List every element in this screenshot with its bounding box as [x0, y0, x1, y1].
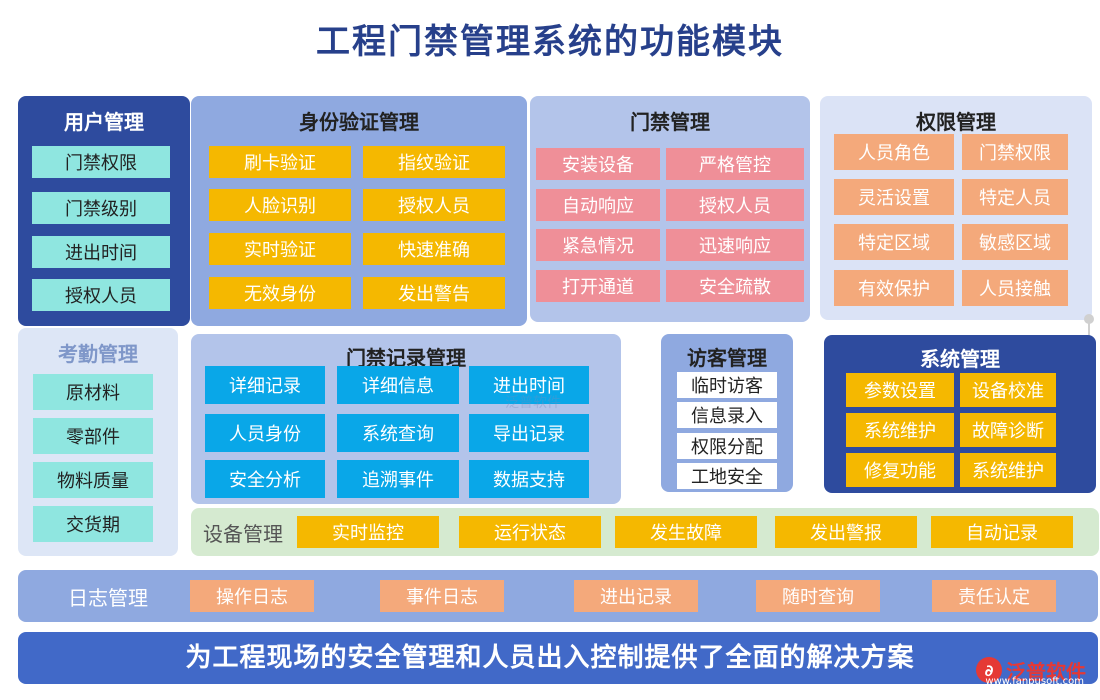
footer-band — [18, 632, 1098, 684]
permission-item: 特定人员 — [962, 179, 1068, 215]
connector-dot — [1084, 314, 1094, 324]
permission-panel: 权限管理 人员角色 门禁权限 灵活设置 特定人员 特定区域 敏感区域 有效保护 … — [820, 96, 1092, 320]
attendance-item: 物料质量 — [33, 462, 153, 498]
user-item: 进出时间 — [32, 236, 170, 268]
device-item: 发生故障 — [615, 516, 757, 548]
access-item: 授权人员 — [666, 189, 804, 221]
logo-url: www.fanpusoft.com — [985, 676, 1084, 687]
permission-item: 敏感区域 — [962, 224, 1068, 260]
logo-text: 泛普软件 — [1006, 659, 1086, 684]
permission-item: 人员接触 — [962, 270, 1068, 306]
device-item: 运行状态 — [459, 516, 601, 548]
records-item: 详细记录 — [205, 366, 325, 404]
records-item: 追溯事件 — [337, 460, 459, 498]
attendance-panel: 考勤管理 原材料 零部件 物料质量 交货期 — [18, 328, 178, 556]
records-item: 详细信息 — [337, 366, 459, 404]
user-panel-title: 用户管理 — [64, 110, 144, 134]
permission-item: 人员角色 — [834, 134, 954, 170]
system-item: 修复功能 — [846, 453, 954, 487]
attendance-item: 零部件 — [33, 418, 153, 454]
attendance-panel-title: 考勤管理 — [58, 342, 138, 366]
records-item: 导出记录 — [469, 414, 589, 452]
permission-item: 门禁权限 — [962, 134, 1068, 170]
access-item: 紧急情况 — [536, 229, 660, 261]
log-item: 事件日志 — [380, 580, 504, 612]
visitor-item: 工地安全 — [677, 463, 777, 489]
permission-panel-title: 权限管理 — [916, 110, 996, 134]
system-item: 故障诊断 — [960, 413, 1056, 447]
records-item: 人员身份 — [205, 414, 325, 452]
footer-text: 为工程现场的安全管理和人员出入控制提供了全面的解决方案 — [185, 643, 915, 673]
system-panel: 系统管理 参数设置 设备校准 系统维护 故障诊断 修复功能 系统维护 — [824, 335, 1096, 493]
system-item: 参数设置 — [846, 373, 954, 407]
identity-panel-title: 身份验证管理 — [299, 110, 419, 134]
visitor-panel: 访客管理 临时访客 信息录入 权限分配 工地安全 — [661, 334, 793, 492]
identity-panel: 身份验证管理 刷卡验证 指纹验证 人脸识别 授权人员 实时验证 快速准确 无效身… — [191, 96, 527, 326]
user-item: 门禁级别 — [32, 192, 170, 224]
records-item: 进出时间 — [469, 366, 589, 404]
logo: ∂ 泛普软件 — [976, 646, 1086, 694]
permission-item: 有效保护 — [834, 270, 954, 306]
access-item: 自动响应 — [536, 189, 660, 221]
log-band-title: 日志管理 — [68, 585, 148, 610]
visitor-item: 信息录入 — [677, 402, 777, 428]
access-item: 打开通道 — [536, 270, 660, 302]
watermark: 泛普软件 — [505, 395, 561, 411]
records-item: 安全分析 — [205, 460, 325, 498]
access-item: 安装设备 — [536, 148, 660, 180]
identity-item: 刷卡验证 — [209, 146, 351, 178]
log-band: 日志管理 操作日志 事件日志 进出记录 随时查询 责任认定 — [18, 570, 1098, 622]
records-item: 数据支持 — [469, 460, 589, 498]
attendance-item: 原材料 — [33, 374, 153, 410]
permission-item: 灵活设置 — [834, 179, 954, 215]
connector-line — [1088, 322, 1090, 336]
identity-item: 发出警告 — [363, 277, 505, 309]
access-item: 迅速响应 — [666, 229, 804, 261]
page-title: 工程门禁管理系统的功能模块 — [316, 22, 784, 62]
visitor-item: 权限分配 — [677, 433, 777, 459]
log-item: 进出记录 — [574, 580, 698, 612]
system-panel-title: 系统管理 — [920, 347, 1000, 371]
identity-item: 授权人员 — [363, 189, 505, 221]
device-item: 自动记录 — [931, 516, 1073, 548]
logo-icon: ∂ — [976, 657, 1002, 683]
user-panel: 用户管理 门禁权限 门禁级别 进出时间 授权人员 — [18, 96, 190, 326]
access-item: 安全疏散 — [666, 270, 804, 302]
visitor-panel-title: 访客管理 — [687, 346, 767, 370]
records-item: 系统查询 — [337, 414, 459, 452]
device-band: 设备管理 实时监控 运行状态 发生故障 发出警报 自动记录 — [191, 508, 1099, 556]
system-item: 系统维护 — [846, 413, 954, 447]
access-item: 严格管控 — [666, 148, 804, 180]
system-item: 设备校准 — [960, 373, 1056, 407]
identity-item: 实时验证 — [209, 233, 351, 265]
log-item: 责任认定 — [932, 580, 1056, 612]
identity-item: 无效身份 — [209, 277, 351, 309]
log-item: 随时查询 — [756, 580, 880, 612]
identity-item: 人脸识别 — [209, 189, 351, 221]
device-band-title: 设备管理 — [203, 521, 283, 546]
attendance-item: 交货期 — [33, 506, 153, 542]
records-panel: 门禁记录管理 详细记录 详细信息 进出时间 人员身份 系统查询 导出记录 安全分… — [191, 334, 621, 504]
access-panel-title: 门禁管理 — [630, 110, 710, 134]
access-panel: 门禁管理 安装设备 严格管控 自动响应 授权人员 紧急情况 迅速响应 打开通道 … — [530, 96, 810, 322]
identity-item: 快速准确 — [363, 233, 505, 265]
device-item: 发出警报 — [775, 516, 917, 548]
device-item: 实时监控 — [297, 516, 439, 548]
identity-item: 指纹验证 — [363, 146, 505, 178]
user-item: 授权人员 — [32, 279, 170, 311]
visitor-item: 临时访客 — [677, 372, 777, 398]
log-item: 操作日志 — [190, 580, 314, 612]
permission-item: 特定区域 — [834, 224, 954, 260]
system-item: 系统维护 — [960, 453, 1056, 487]
user-item: 门禁权限 — [32, 146, 170, 178]
